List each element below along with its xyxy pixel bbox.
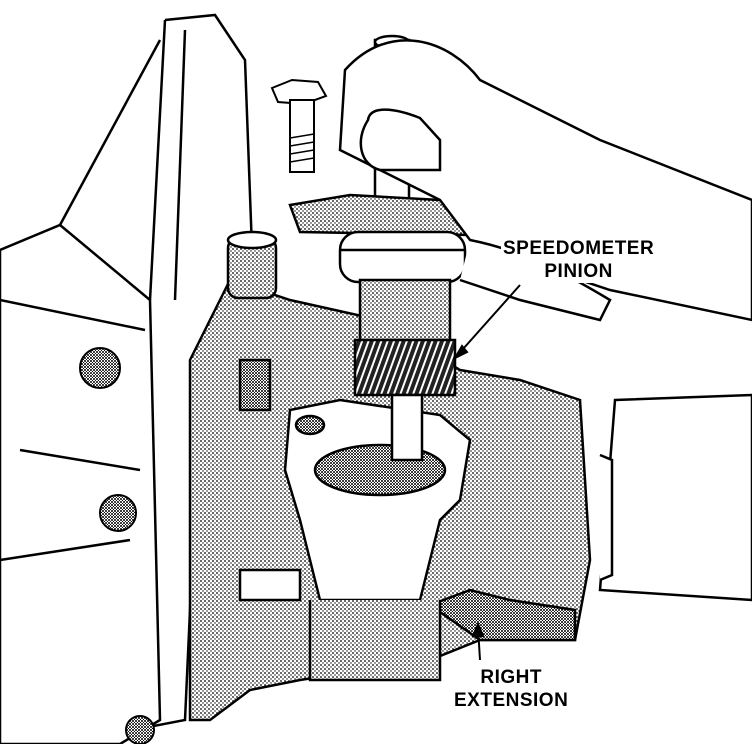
speedometer-pinion-label-line1: SPEEDOMETER — [503, 238, 655, 259]
speedometer-pinion-label-line2: PINION — [544, 261, 613, 282]
right-extension-label: RIGHT EXTENSION — [452, 666, 571, 712]
callout-leaders — [452, 284, 521, 661]
case-bolt-holes — [79, 347, 155, 744]
right-bracket — [598, 393, 752, 602]
retaining-bolt — [270, 78, 328, 173]
transmission-case — [0, 13, 257, 744]
vent-fitting — [226, 230, 278, 300]
right-extension-label-line2: EXTENSION — [454, 690, 569, 711]
speedometer-pinion-label: SPEEDOMETER PINION — [501, 237, 657, 283]
pinion-bore — [283, 398, 472, 682]
right-extension-label-line1: RIGHT — [480, 667, 542, 688]
